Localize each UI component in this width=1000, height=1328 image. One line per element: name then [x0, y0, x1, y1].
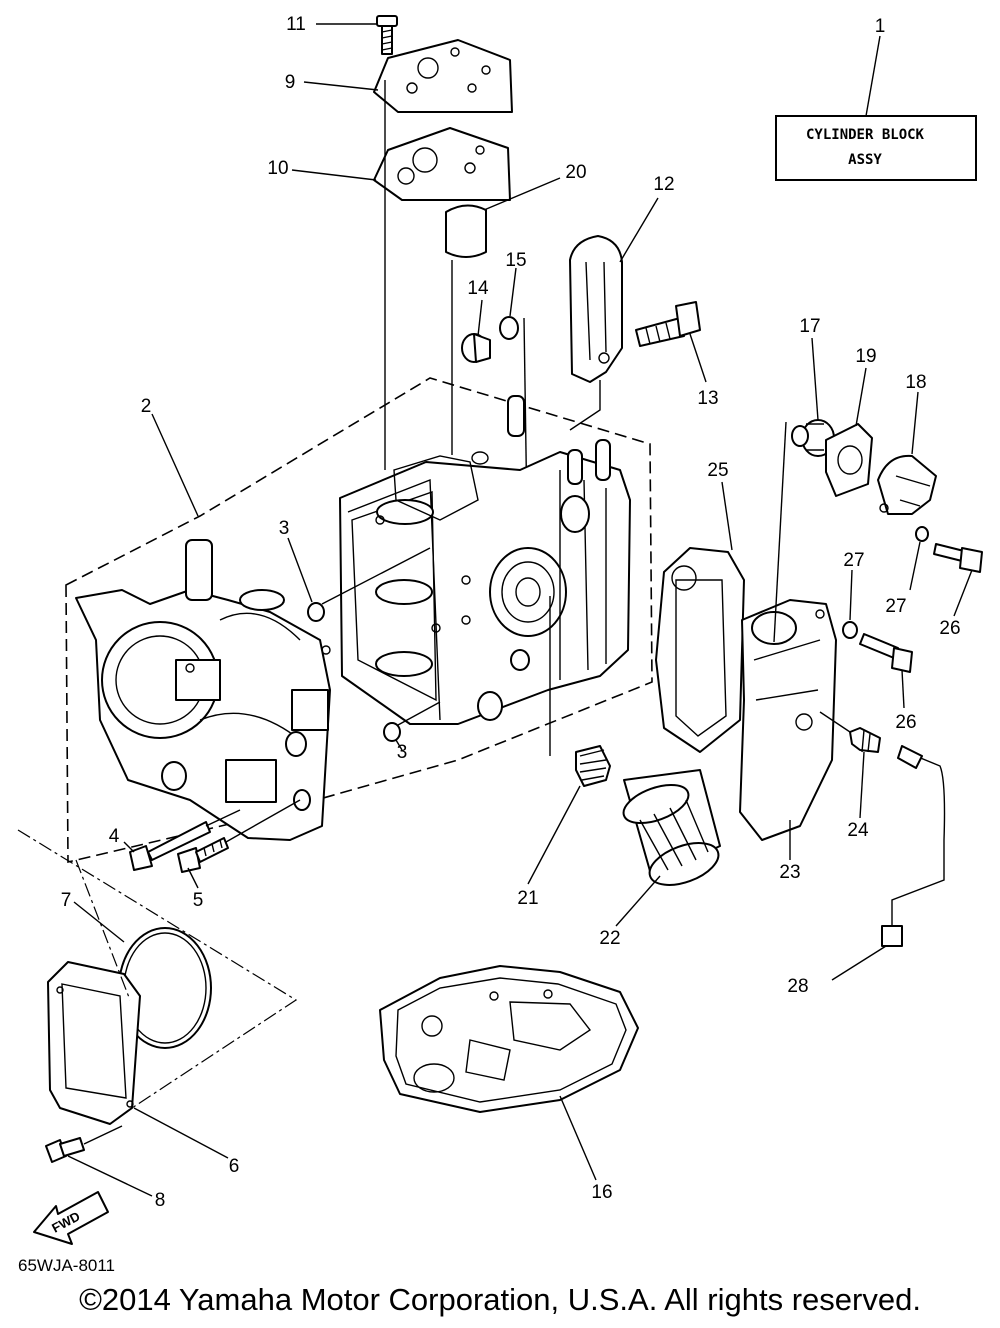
- hose-part-28: [881, 745, 946, 947]
- dowel-pin-part-3-upper: [307, 547, 431, 622]
- callout-27-left: 27: [843, 550, 864, 571]
- callout-11: 11: [286, 14, 306, 35]
- callout-17: 17: [799, 316, 820, 337]
- fitting-part-24: [819, 711, 881, 753]
- cover-part-20: [445, 204, 487, 258]
- callout-21: 21: [517, 888, 538, 909]
- callout-18: 18: [905, 372, 926, 393]
- callout-5: 5: [193, 890, 204, 911]
- cover-part-23: [739, 599, 837, 841]
- bolt-part-11: [376, 15, 398, 55]
- assembly-title-line1: CYLINDER BLOCK: [806, 127, 925, 143]
- bracket-part-12: [569, 235, 623, 383]
- callout-26-lower: 26: [895, 712, 916, 733]
- diagram-reference-code: 65WJA-8011: [18, 1256, 116, 1275]
- callout-9: 9: [285, 72, 296, 93]
- callout-19: 19: [855, 346, 876, 367]
- callout-13: 13: [697, 388, 718, 409]
- assembly-title-box: CYLINDER BLOCK ASSY: [775, 115, 977, 181]
- callout-24: 24: [847, 820, 869, 841]
- gasket-part-19: [825, 423, 873, 497]
- assembly-title-line2: ASSY: [848, 152, 882, 168]
- bolt-part-26-upper: [933, 543, 983, 573]
- callout-20: 20: [565, 162, 586, 183]
- callout-3-upper: 3: [279, 518, 290, 539]
- cover-plate-part-9: [373, 39, 513, 113]
- dowel-pin-part-3-lower: [383, 701, 441, 742]
- callout-8: 8: [155, 1190, 166, 1211]
- callout-27-right: 27: [885, 596, 906, 617]
- washer-part-27-lower: [842, 621, 858, 639]
- cover-part-18: [877, 454, 937, 515]
- bolt-part-26-lower: [859, 633, 913, 673]
- copyright-notice: ©2014 Yamaha Motor Corporation, U.S.A. A…: [79, 1282, 921, 1317]
- gasket-part-10: [373, 127, 511, 201]
- cylinder-block: [339, 395, 631, 725]
- gasket-part-25: [655, 547, 745, 753]
- callout-16: 16: [591, 1182, 612, 1203]
- plug-part-14: [461, 333, 491, 363]
- crankcase: [75, 539, 331, 841]
- callout-22: 22: [599, 928, 620, 949]
- callout-28: 28: [787, 976, 808, 997]
- bolt-part-8: [45, 1125, 123, 1163]
- cover-part-6: [47, 961, 141, 1125]
- ring-part-15: [499, 316, 519, 340]
- bolt-part-4: [129, 809, 241, 871]
- callout-6: 6: [229, 1156, 240, 1177]
- callout-26-upper: 26: [939, 618, 960, 639]
- washer-part-27-upper: [915, 526, 929, 542]
- callout-15: 15: [505, 250, 526, 271]
- assembly-boundary-dashed: [65, 377, 653, 864]
- forward-direction-arrow: FWD: [33, 1191, 109, 1245]
- fitting-part-21: [575, 745, 611, 787]
- callout-25: 25: [707, 460, 728, 481]
- bolt-part-13: [635, 301, 701, 347]
- callout-10: 10: [267, 158, 288, 179]
- callout-14: 14: [467, 278, 489, 299]
- callout-7: 7: [61, 890, 72, 911]
- callout-4: 4: [109, 826, 120, 847]
- bolt-part-5: [177, 799, 301, 873]
- oil-filter-part-22: [622, 769, 721, 886]
- callout-12: 12: [653, 174, 674, 195]
- callout-1: 1: [875, 16, 886, 37]
- callout-3-lower: 3: [397, 742, 408, 763]
- gasket-part-16: [379, 965, 639, 1113]
- callout-2: 2: [141, 396, 152, 417]
- callout-23: 23: [779, 862, 800, 883]
